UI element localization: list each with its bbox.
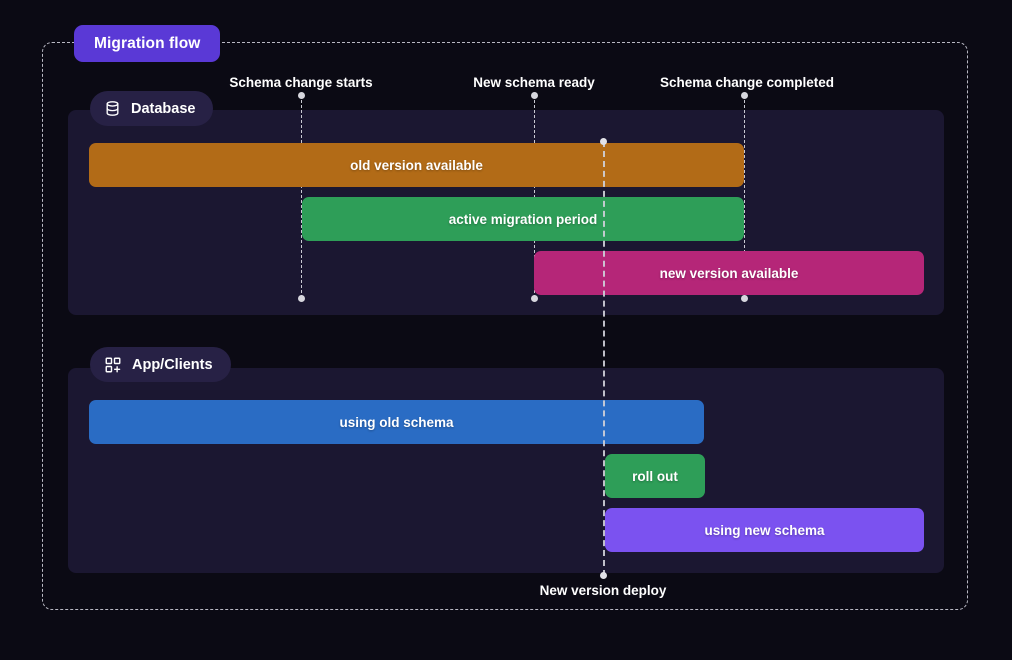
app-grid-plus-icon xyxy=(104,356,122,374)
bar-roll-out[interactable]: roll out xyxy=(605,454,705,498)
bar-new-version-available[interactable]: new version available xyxy=(534,251,924,295)
bar-label-new-version-available: new version available xyxy=(659,265,799,281)
lane-label-database: Database xyxy=(131,100,196,117)
bar-label-old-version-available: old version available xyxy=(350,157,483,173)
milestone-label-new-schema-ready: New schema ready xyxy=(473,75,595,90)
milestone-dot-new-version-deploy-top xyxy=(600,138,607,145)
bar-using-old-schema[interactable]: using old schema xyxy=(89,400,704,444)
bar-label-using-old-schema: using old schema xyxy=(339,414,454,430)
milestone-dot-new-version-deploy-bottom xyxy=(600,572,607,579)
lane-label-app-clients: App/Clients xyxy=(132,356,213,373)
migration-flow-title-badge: Migration flow xyxy=(74,25,221,62)
lane-badge-database: Database xyxy=(90,91,214,126)
bar-old-version-available[interactable]: old version available xyxy=(89,143,744,187)
page-title: Migration flow xyxy=(94,34,201,52)
lane-badge-app-clients: App/Clients xyxy=(90,347,231,382)
diagram-outer-frame xyxy=(42,42,968,610)
bar-active-migration-period[interactable]: active migration period xyxy=(302,197,744,241)
milestone-line-new-version-deploy xyxy=(603,141,605,576)
bar-label-roll-out: roll out xyxy=(632,468,678,484)
bar-using-new-schema[interactable]: using new schema xyxy=(605,508,924,552)
bar-label-active-migration-period: active migration period xyxy=(448,211,598,227)
bar-label-using-new-schema: using new schema xyxy=(704,522,825,538)
database-icon xyxy=(104,100,121,117)
milestone-label-schema-change-starts: Schema change starts xyxy=(229,75,373,90)
milestone-label-new-version-deploy: New version deploy xyxy=(539,583,667,598)
milestone-label-schema-change-completed: Schema change completed xyxy=(659,75,835,90)
